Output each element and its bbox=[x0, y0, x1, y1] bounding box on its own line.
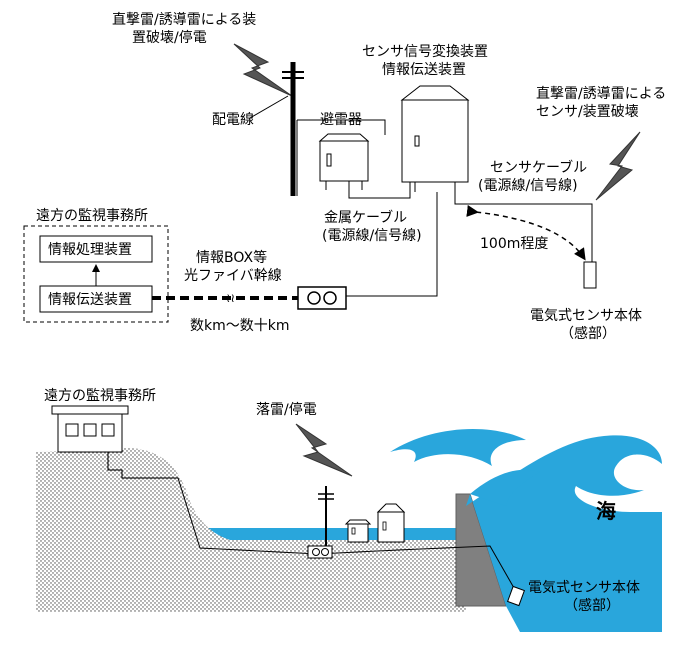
metal-cable-wire bbox=[348, 181, 411, 199]
svg-text:センサ信号変換装置 情報伝送装置: センサ信号変換装置 情報伝送装置 bbox=[362, 43, 492, 78]
monitoring-office-building bbox=[51, 405, 129, 453]
small-utility-pole bbox=[318, 486, 334, 546]
converter-label-line1: センサ信号変換装置 bbox=[362, 43, 488, 60]
fiber-connection-box bbox=[297, 286, 347, 310]
wave-crest bbox=[390, 428, 526, 466]
fiber-label-line2: 光ファイバ幹線 bbox=[184, 267, 282, 284]
lightning-label: 落雷/停電 bbox=[256, 401, 317, 418]
lightning-bolt-right-icon bbox=[595, 131, 641, 201]
small-fiber-box bbox=[307, 545, 333, 559]
info-transmission-label: 情報伝送装置 bbox=[48, 292, 132, 308]
sensor-label-line2: （感部） bbox=[560, 325, 616, 342]
lightning-arrester-box bbox=[318, 133, 370, 190]
monitoring-office-label-top: 遠方の監視事務所 bbox=[36, 207, 148, 224]
power-line-label: 配電線 bbox=[212, 112, 254, 128]
metal-cable-label-line1: 金属ケーブル bbox=[324, 209, 407, 226]
lightning-left-label-line1: 直撃雷/誘導雷による装 bbox=[112, 11, 256, 28]
distance-arrow bbox=[466, 204, 586, 261]
sea-label: 海 bbox=[596, 499, 616, 523]
svg-text:直撃雷/誘導雷による センサ/装置破壊: 直撃雷/誘導雷による センサ/装置破壊 bbox=[536, 85, 671, 120]
arrester-label: 避雷器 bbox=[320, 112, 362, 128]
lightning-right-label-line2: センサ/装置破壊 bbox=[536, 104, 639, 120]
underwater-sensor-label-line2: （感部） bbox=[564, 597, 620, 614]
monitoring-office-frame bbox=[23, 225, 169, 323]
small-arrester bbox=[344, 519, 372, 543]
svg-text:電気式センサ本体 （感部）: 電気式センサ本体 （感部） bbox=[528, 580, 644, 614]
land-hill bbox=[36, 448, 466, 612]
metal-cable-label-line2: (電源線/信号線) bbox=[322, 228, 422, 244]
lightning-right-label-line1: 直撃雷/誘導雷による bbox=[536, 85, 666, 102]
svg-text:電気式センサ本体 （感部）: 電気式センサ本体 （感部） bbox=[530, 308, 646, 342]
sensor-cable-wire bbox=[454, 192, 593, 262]
sensor-label-line1: 電気式センサ本体 bbox=[530, 308, 642, 324]
info-processing-label: 情報処理装置 bbox=[48, 242, 132, 258]
utility-pole bbox=[282, 62, 304, 196]
svg-text:情報BOX等 光ファイバ幹線: 情報BOX等 光ファイバ幹線 bbox=[184, 249, 282, 284]
converter-label-line2: 情報伝送装置 bbox=[382, 62, 466, 78]
underground-cable bbox=[107, 452, 515, 589]
lightning-bolt-bottom-icon bbox=[295, 423, 353, 477]
monitoring-office-label-bottom: 遠方の監視事務所 bbox=[44, 387, 156, 404]
svg-text:センサケーブル (電源線/信号線): センサケーブル (電源線/信号線) bbox=[478, 159, 592, 194]
svg-text:金属ケーブル (電源線/信号線): 金属ケーブル (電源線/信号線) bbox=[322, 209, 422, 244]
fiber-label-line1: 情報BOX等 bbox=[196, 249, 267, 266]
underwater-sensor bbox=[506, 585, 526, 607]
power-wire bbox=[297, 119, 386, 135]
info-processing-box bbox=[39, 235, 153, 263]
power-line-leader bbox=[249, 95, 289, 119]
sensor-body bbox=[583, 261, 597, 289]
small-converter-cabinet bbox=[376, 503, 406, 543]
lightning-left-label-line2: 置破壊/停電 bbox=[132, 29, 207, 46]
lightning-bolt-left-icon bbox=[233, 43, 293, 97]
info-transmission-box bbox=[39, 285, 153, 313]
sensor-cable-label-line1: センサケーブル bbox=[490, 159, 587, 176]
fiber-break-mark: ≀≀ bbox=[226, 291, 235, 305]
distance-label: 100m程度 bbox=[480, 236, 548, 252]
svg-text:直撃雷/誘導雷による装 置破壊/停電: 直撃雷/誘導雷による装 置破壊/停電 bbox=[112, 11, 261, 46]
underwater-sensor-label-line1: 電気式センサ本体 bbox=[528, 580, 640, 596]
signal-converter-cabinet bbox=[400, 85, 470, 192]
converter-fiber-wire bbox=[346, 192, 438, 297]
fiber-distance-label: 数km～数十km bbox=[190, 318, 290, 334]
calm-sea-area bbox=[200, 528, 466, 540]
sensor-cable-label-line2: (電源線/信号線) bbox=[478, 178, 578, 194]
